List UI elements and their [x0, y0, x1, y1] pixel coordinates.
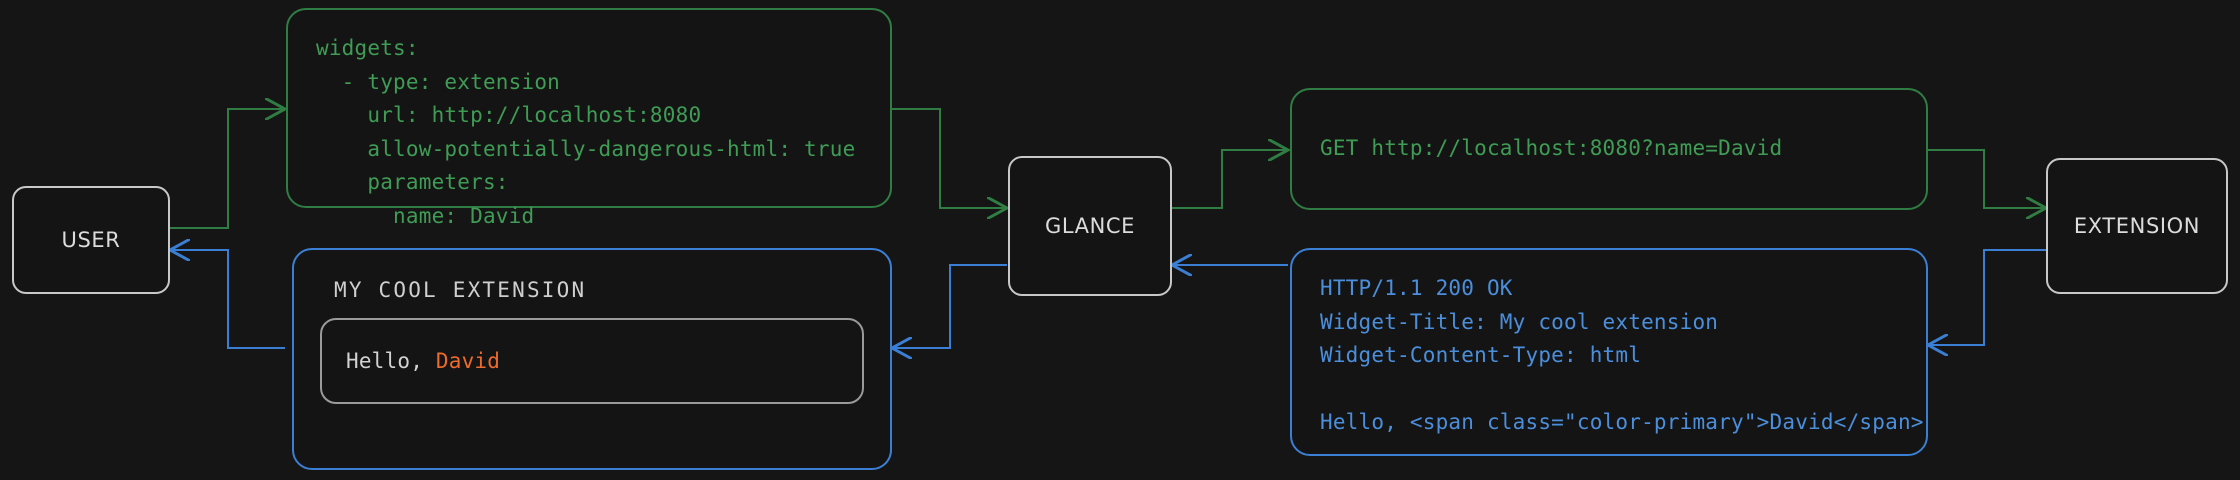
card-http-response[interactable]: HTTP/1.1 200 OK Widget-Title: My cool ex… — [1290, 248, 1928, 456]
node-extension[interactable]: EXTENSION — [2046, 158, 2228, 294]
node-glance[interactable]: GLANCE — [1008, 156, 1172, 296]
widget-greeting: Hello, David — [346, 349, 500, 373]
node-user[interactable]: USER — [12, 186, 170, 294]
edge-user-to-config — [170, 109, 285, 229]
http-response-text: HTTP/1.1 200 OK Widget-Title: My cool ex… — [1320, 276, 1924, 435]
node-user-label: USER — [61, 228, 121, 252]
edge-glance-to-widget — [892, 264, 1007, 348]
edge-request-to-extension — [1928, 149, 2046, 208]
widget-greeting-prefix: Hello, — [346, 349, 436, 373]
card-http-request[interactable]: GET http://localhost:8080?name=David — [1290, 88, 1928, 210]
card-config-yaml[interactable]: widgets: - type: extension url: http://l… — [286, 8, 892, 228]
widget-title: MY COOL EXTENSION — [334, 278, 587, 302]
node-glance-label: GLANCE — [1044, 214, 1136, 238]
config-yaml-text: widgets: - type: extension url: http://l… — [316, 36, 856, 228]
widget-greeting-name: David — [435, 349, 501, 373]
card-rendered-widget[interactable]: MY COOL EXTENSION Hello, David — [292, 248, 892, 470]
node-extension-label: EXTENSION — [2073, 214, 2201, 238]
widget-body: Hello, David — [320, 318, 864, 404]
edge-glance-to-request — [1172, 150, 1288, 209]
http-request-text: GET http://localhost:8080?name=David — [1320, 136, 1783, 161]
edge-widget-to-user — [170, 250, 285, 349]
edge-extension-to-response — [1928, 249, 2046, 345]
edge-config-to-glance — [892, 108, 1007, 208]
